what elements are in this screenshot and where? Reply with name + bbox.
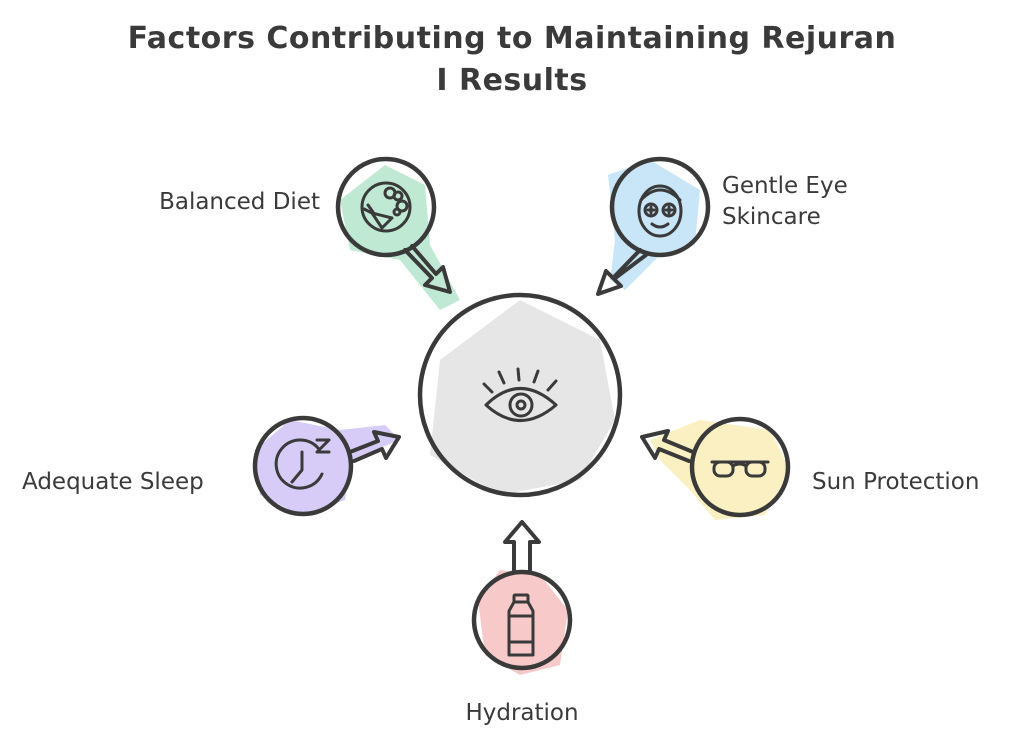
factor-balanced-diet: Balanced Diet — [159, 156, 460, 310]
face-mask-icon — [637, 184, 683, 238]
gentle-eye-skincare-label-line1: Gentle Eye — [722, 173, 848, 199]
hydration-arrow — [503, 520, 541, 574]
center-ring — [417, 292, 623, 498]
sun-protection-fill — [650, 420, 790, 520]
gentle-eye-skincare-label-line2: Skincare — [722, 204, 821, 230]
factor-hydration: Hydration — [465, 520, 579, 726]
center-node — [417, 292, 623, 498]
page-title: Factors Contributing to Maintaining Reju… — [0, 18, 1024, 102]
gentle-eye-skincare-ring — [609, 156, 711, 258]
sun-protection-label: Sun Protection — [812, 469, 979, 495]
vegetables-icon — [360, 181, 412, 233]
adequate-sleep-label: Adequate Sleep — [22, 469, 204, 495]
balanced-diet-arrow — [403, 244, 452, 294]
hydration-label: Hydration — [465, 700, 578, 726]
eye-icon — [482, 367, 558, 422]
sunglasses-icon — [710, 460, 770, 478]
sun-protection-arrow — [640, 429, 695, 463]
gentle-eye-skincare-arrow — [596, 248, 648, 296]
clock-sleep-icon — [274, 438, 331, 490]
adequate-sleep-arrow — [348, 430, 401, 463]
water-bottle-icon — [507, 593, 535, 657]
adequate-sleep-fill — [255, 420, 400, 515]
balanced-diet-label: Balanced Diet — [159, 189, 320, 215]
balanced-diet-ring — [335, 156, 437, 258]
factor-gentle-eye-skincare: Gentle Eye Skincare — [596, 156, 848, 296]
factor-adequate-sleep: Adequate Sleep — [22, 415, 401, 517]
factor-sun-protection: Sun Protection — [640, 416, 979, 520]
hydration-fill — [478, 570, 568, 675]
adequate-sleep-ring — [252, 415, 354, 517]
title-line-2: I Results — [436, 63, 588, 98]
sun-protection-ring — [689, 416, 791, 518]
hydration-ring — [471, 569, 573, 671]
title-line-1: Factors Contributing to Maintaining Reju… — [127, 21, 897, 56]
center-fill — [430, 300, 615, 495]
